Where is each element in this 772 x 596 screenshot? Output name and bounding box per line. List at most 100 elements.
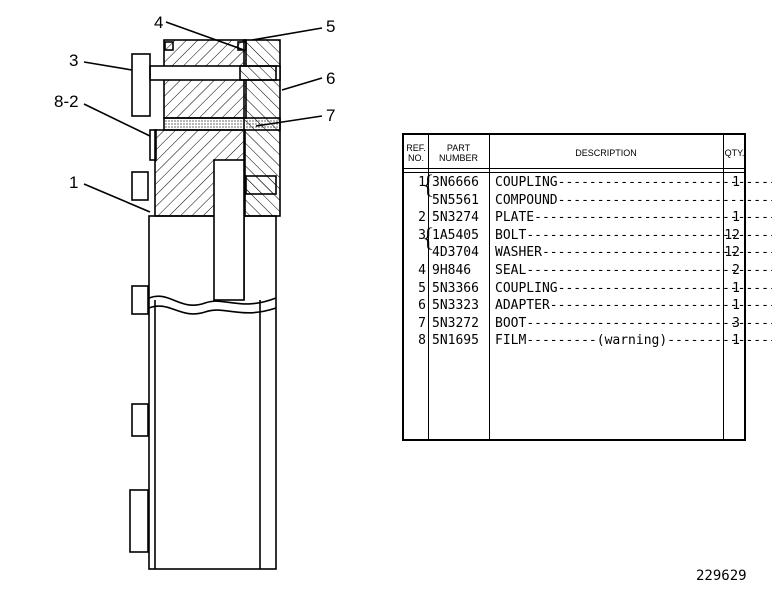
leader-line: [255, 115, 323, 127]
ref-no: 2: [418, 210, 426, 226]
description: BOOT---------------------------------: [495, 315, 772, 332]
inner-bore: [213, 159, 245, 301]
quantity: 12: [724, 227, 740, 243]
description-leader: -----------------------------: [557, 175, 772, 190]
part-number: 5N1695: [432, 333, 479, 349]
drawing-number: 229629: [696, 568, 747, 584]
parts-table: REF. NO. PART NUMBER DESCRIPTION QTY. { …: [402, 133, 772, 441]
description-text: BOOT: [495, 315, 527, 331]
part-number: 5N3272: [432, 315, 479, 331]
ref-no: 8: [418, 333, 426, 349]
ref-no: 7: [418, 315, 426, 331]
part-number: 5N3323: [432, 298, 479, 314]
ref-no: 5: [418, 280, 426, 296]
description-leader: ------------------------------: [549, 298, 772, 314]
boot-section: [163, 117, 281, 131]
description-text: SEAL: [495, 263, 527, 278]
description: BOLT---------------------------------: [495, 227, 772, 244]
bolt-head: [131, 285, 149, 315]
description-leader: --------------------------------: [534, 210, 772, 226]
bolt-head: [131, 53, 151, 117]
description: SEAL---------------------------------: [495, 262, 772, 279]
description-leader: ---------------------------------: [526, 315, 772, 331]
quantity: 12: [724, 245, 740, 261]
leader-line: [83, 103, 151, 137]
description-leader: -------------------------------: [541, 245, 772, 261]
description-text: PLATE: [495, 210, 535, 226]
description: COMPOUND-----------------------------: [495, 192, 772, 209]
quantity: 1: [732, 280, 740, 296]
callout-5: 5: [326, 17, 336, 36]
description: COUPLING-----------------------------: [495, 174, 772, 191]
quantity: 2: [732, 263, 740, 278]
description-text: BOLT: [495, 227, 527, 243]
callout-6: 6: [326, 69, 336, 88]
film-layer: [149, 129, 157, 161]
coupling-body: [148, 215, 277, 570]
description: FILM---------(warning)--------------: [495, 332, 772, 349]
description: WASHER-------------------------------: [495, 244, 772, 261]
part-number: 5N3274: [432, 210, 479, 226]
quantity: 1: [732, 298, 740, 314]
description-leader: -----------------------------: [557, 280, 772, 296]
leader-line: [165, 21, 245, 51]
description-text: FILM: [495, 333, 527, 349]
callout-4: 4: [154, 13, 164, 32]
part-number: 9H846: [432, 263, 472, 278]
group-brace: {: [422, 223, 435, 252]
part-number: 4D3704: [432, 245, 479, 261]
part-number: 3N6666: [432, 175, 479, 190]
break-line: [148, 295, 277, 306]
description: ADAPTER------------------------------: [495, 297, 772, 314]
header-part-number: PART NUMBER: [438, 143, 478, 163]
part-number: 5N5561: [432, 192, 479, 208]
bolt-thread: [245, 175, 277, 195]
quantity: 1: [732, 210, 740, 226]
table-row: 5N5561 COMPOUND--------------------------…: [404, 192, 772, 209]
header-ref-no: REF. NO.: [406, 143, 426, 163]
ref-no: 4: [418, 263, 426, 278]
leader-line: [251, 27, 323, 41]
quantity: 3: [732, 315, 740, 331]
quantity: 1: [732, 333, 740, 349]
callout-3: 3: [69, 51, 79, 70]
seal: [164, 41, 174, 51]
description-text: ADAPTER: [495, 298, 550, 314]
description-text: COMPOUND: [495, 192, 558, 208]
header-qty: QTY.: [724, 148, 745, 158]
part-number: 5N3366: [432, 280, 479, 296]
leader-line: [83, 61, 133, 71]
bolt-thread: [239, 65, 277, 81]
description-leader: -----------------------------: [557, 192, 772, 208]
header-description: DESCRIPTION: [575, 148, 637, 158]
group-brace: {: [422, 170, 435, 199]
part-number: 1A5405: [432, 227, 479, 243]
ref-no: 3: [418, 227, 426, 243]
callout-8-2: 8-2: [54, 92, 79, 111]
bolt-head: [131, 171, 149, 201]
leader-line: [281, 77, 323, 91]
bolt-head: [131, 403, 149, 437]
leader-line: [83, 183, 151, 213]
description-text: WASHER: [495, 245, 542, 261]
description-leader: ---------(warning)--------------: [526, 333, 772, 349]
description-leader: ---------------------------------: [526, 263, 772, 278]
callout-1: 1: [69, 173, 79, 192]
ref-no: 1: [418, 175, 426, 190]
break-line: [148, 305, 277, 315]
description-text: COUPLING: [495, 280, 558, 296]
description: PLATE--------------------------------: [495, 209, 772, 226]
description-text: COUPLING: [495, 175, 558, 190]
description-leader: ---------------------------------: [526, 227, 772, 243]
description: COUPLING-----------------------------: [495, 280, 772, 297]
